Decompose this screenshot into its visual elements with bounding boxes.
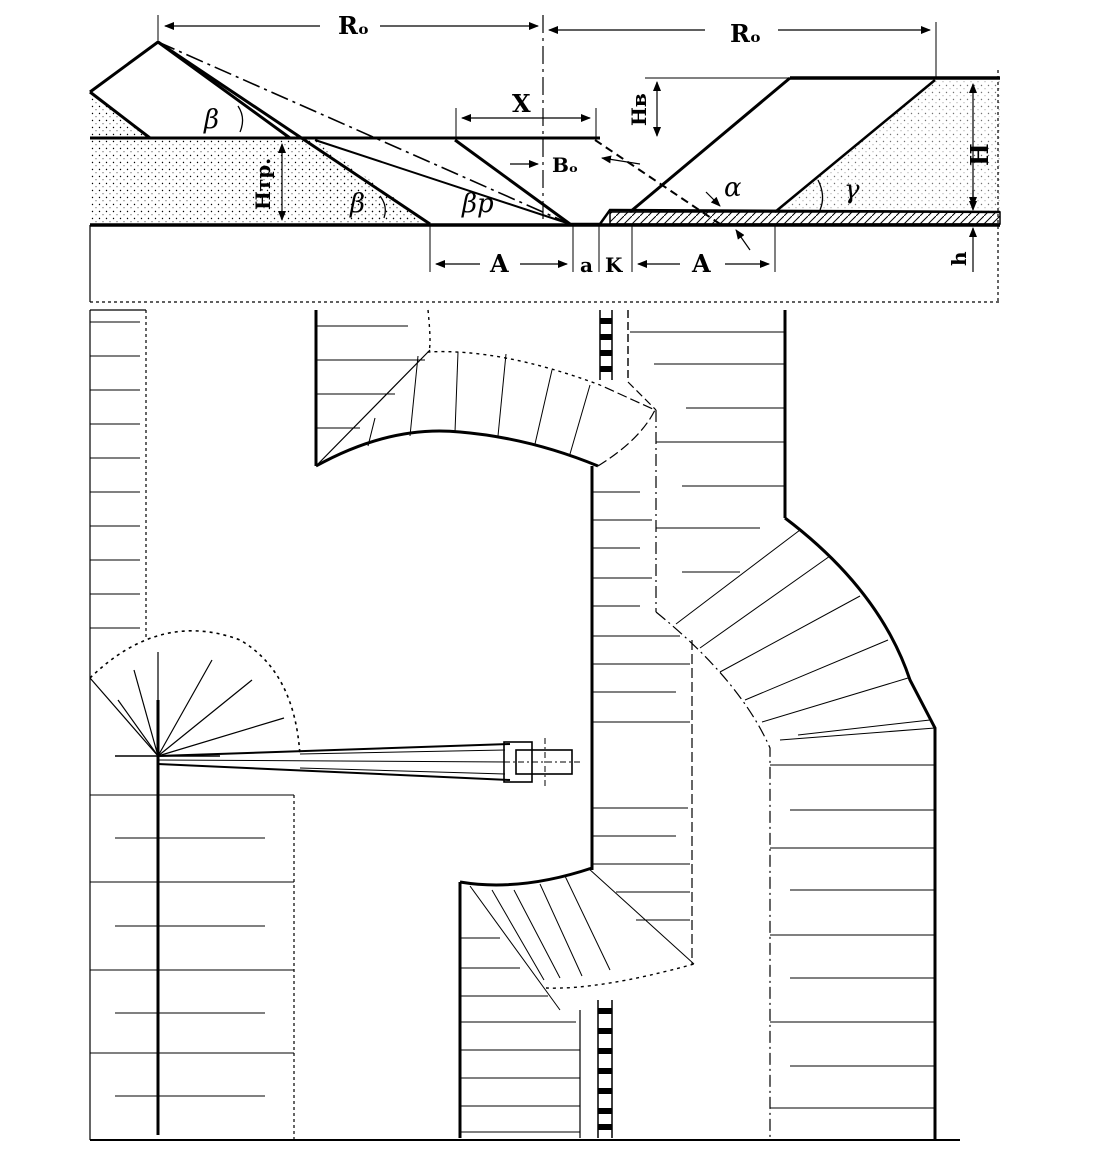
boom-inner-2 (299, 767, 506, 775)
right-lower-hatch (770, 764, 935, 1109)
lower-left-hatch (90, 794, 294, 1097)
label-r0-left: Rₒ (338, 11, 369, 40)
label-b0: Bₒ (552, 153, 578, 177)
resultant-slope-line (157, 41, 571, 225)
plan-view (89, 309, 960, 1141)
angle-beta-bottom-arc (379, 195, 386, 219)
label-r0-right: Rₒ (730, 19, 761, 48)
lower-arch-rays (469, 867, 695, 1011)
boom-bottom (157, 763, 511, 781)
label-gamma: γ (844, 175, 860, 205)
angle-alpha-arrow-1 (705, 191, 721, 207)
dim-b0-r (601, 155, 641, 165)
right-upper-hatch (630, 331, 785, 573)
upper-arch-dotted (427, 309, 601, 386)
cut-slope-right (774, 79, 936, 213)
boom-center (157, 759, 511, 763)
label-x: X (512, 89, 531, 118)
pit-floor-hatch (609, 211, 1001, 225)
pit-bottom (570, 208, 1001, 226)
cut-slope-left (629, 76, 791, 214)
dump-face-slope (454, 138, 571, 226)
upper-block-hatch (316, 325, 425, 429)
cross-section (89, 15, 1001, 303)
label-htr: Hтр. (251, 158, 275, 210)
upper-arch (315, 429, 599, 468)
rail-track-bottom (597, 1000, 613, 1138)
right-curve-rays (675, 529, 936, 741)
excavator-body (515, 749, 573, 775)
rail-track-top (599, 310, 629, 382)
bank-fill-right (775, 78, 1000, 214)
angle-beta-top-arc (237, 105, 244, 133)
right-block-inner-dash (627, 381, 657, 411)
label-hv: Hв (627, 93, 651, 126)
upper-arch-right (597, 384, 656, 467)
angle-alpha-arrow-2 (735, 229, 751, 251)
top-dump-left-slope (89, 90, 151, 140)
label-a-right: A (691, 249, 711, 278)
label-h: H (965, 143, 994, 166)
label-k: K (605, 253, 623, 277)
boom-inner-1 (299, 749, 506, 755)
trench-hatch (592, 491, 690, 921)
right-outer-curve (784, 516, 937, 1140)
swing-arc (89, 630, 301, 757)
right-inner-curve (655, 611, 771, 1140)
label-a-left: A (489, 249, 509, 278)
label-a-small: a (580, 253, 593, 277)
label-beta-bottom: β (349, 189, 365, 219)
lower-block-hatch (460, 937, 580, 1133)
label-beta-r: βр (461, 189, 494, 219)
dump-mid-slope (314, 139, 571, 225)
dump-inner-slope (157, 40, 431, 226)
boom-top (157, 743, 511, 757)
upper-arch-chord (315, 349, 431, 467)
left-strip-hatch (90, 321, 140, 629)
label-h-small: h (947, 251, 971, 266)
lower-arch-dotted (545, 963, 695, 989)
label-beta-top: β (203, 105, 219, 135)
swing-rays (89, 652, 285, 757)
lower-arch (459, 866, 593, 887)
label-alpha: α (724, 173, 742, 203)
upper-arch-rays (367, 351, 591, 455)
angle-gamma-arc (817, 179, 824, 211)
